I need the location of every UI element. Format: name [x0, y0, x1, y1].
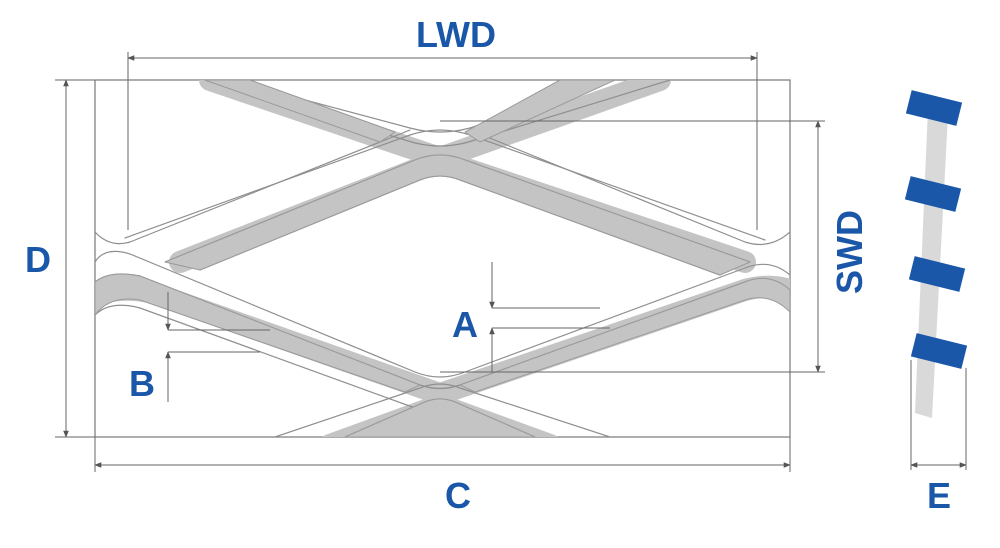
swd-label: SWD — [829, 210, 870, 294]
a-dimension — [489, 262, 610, 372]
c-label: C — [445, 475, 471, 516]
lwd-label: LWD — [416, 14, 496, 55]
mesh-pattern — [95, 80, 790, 437]
e-label: E — [927, 475, 951, 516]
e-dimension — [910, 360, 967, 470]
gray-bands — [95, 80, 790, 437]
a-label: A — [452, 304, 478, 345]
d-label: D — [25, 239, 51, 280]
lwd-dimension — [127, 52, 758, 230]
side-profile — [904, 90, 968, 470]
b-dimension — [165, 292, 270, 402]
bond-tabs — [904, 90, 968, 369]
d-dimension — [55, 79, 95, 438]
c-dimension — [94, 437, 791, 472]
swd-dimension — [440, 120, 825, 373]
b-label: B — [129, 363, 155, 404]
